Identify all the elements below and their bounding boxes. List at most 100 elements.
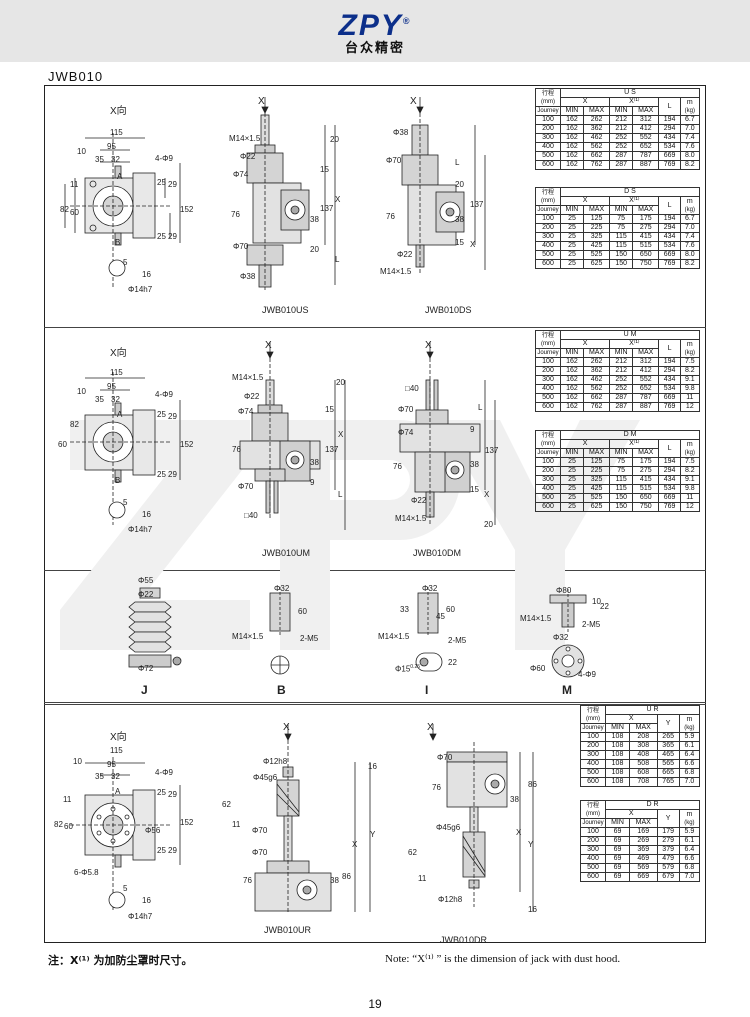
col-max: MAX [629, 818, 658, 828]
dim-152: 152 [180, 440, 194, 449]
stroke-header: 行程(mm) [580, 800, 606, 819]
dim-x: X [484, 490, 490, 499]
dim-l: L [335, 255, 340, 264]
table-cell: 9.8 [679, 384, 701, 394]
table-cell: 69 [605, 872, 630, 882]
b-thread: M14×1.5 [232, 632, 264, 641]
table-cell: 300 [535, 232, 561, 242]
table-cell: 325 [582, 232, 611, 242]
table-cell: 669 [658, 151, 681, 161]
table-cell: 412 [632, 366, 660, 376]
table-cell: 6.8 [678, 863, 701, 873]
point-b-label: B [115, 476, 121, 485]
table-cell: 500 [535, 250, 561, 260]
table-cell: 115 [609, 232, 634, 242]
drawing-frame [44, 85, 706, 943]
table-cell: 662 [582, 151, 611, 161]
table-cell: 194 [658, 115, 681, 125]
table-cell: 208 [629, 732, 658, 742]
dim-29: 29 [168, 180, 177, 189]
table-cell: 300 [580, 750, 606, 760]
table-cell: 765 [656, 777, 680, 787]
col-max: MAX [632, 106, 660, 116]
table-cell: 25 [560, 232, 584, 242]
table-cell: 434 [658, 375, 681, 385]
table-cell: 25 [560, 502, 584, 512]
table-cell: 75 [609, 466, 634, 476]
caption-um: JWB010UM [262, 548, 311, 558]
dim-15: 15 [470, 485, 479, 494]
i-dia-15: Φ150.25 [395, 664, 421, 674]
col-min: MIN [560, 106, 584, 116]
table-cell: 569 [629, 863, 658, 873]
dim-l: L [455, 158, 460, 167]
shaft-dim: Φ14h7 [128, 912, 153, 921]
dim-32: 32 [111, 395, 120, 404]
table-cell: 534 [658, 484, 681, 494]
table-cell: 769 [658, 502, 681, 512]
dim-115: 115 [110, 368, 123, 377]
table-cell: 565 [656, 759, 680, 769]
dim-25: 25 [157, 846, 166, 855]
table-cell: 25 [560, 214, 584, 224]
table-cell: 194 [658, 214, 681, 224]
table-cell: 212 [609, 124, 634, 134]
dim-16: 16 [368, 762, 377, 771]
dim-76: 76 [232, 445, 241, 454]
table-cell: 69 [605, 836, 630, 846]
col-x: X [559, 196, 611, 206]
table-cell: 7.0 [678, 777, 701, 787]
dim-82: 82 [70, 420, 79, 429]
table-cell: 7.6 [679, 241, 701, 251]
dim-95: 95 [107, 760, 116, 769]
dim-x: X [338, 430, 344, 439]
i-dim-60: 60 [446, 605, 455, 614]
table-cell: 515 [632, 484, 660, 494]
x-direction-label: X向 [110, 348, 127, 359]
col-x: X [559, 439, 611, 449]
table-cell: 462 [582, 133, 611, 143]
table-cell: 652 [632, 384, 660, 394]
dim-137: 137 [470, 200, 484, 209]
table-cell: 25 [560, 484, 584, 494]
table-cell: 679 [656, 872, 680, 882]
dim-11: 11 [70, 180, 79, 189]
table-cell: 212 [609, 357, 634, 367]
table-cell: 362 [582, 124, 611, 134]
table-cell: 534 [658, 142, 681, 152]
table-cell: 6.8 [678, 768, 701, 778]
table-cell: 650 [632, 250, 660, 260]
section-divider [44, 570, 706, 571]
table-cell: 150 [609, 259, 634, 269]
table-cell: 300 [535, 475, 561, 485]
table-cell: 6.4 [678, 750, 701, 760]
stroke-en: Journey [535, 106, 561, 116]
table-cell: 8.2 [679, 366, 701, 376]
dim-11: 11 [63, 795, 72, 804]
table-cell: 100 [535, 115, 561, 125]
col-max: MAX [632, 205, 660, 215]
table-cell: 287 [609, 402, 634, 412]
table-cell: 169 [629, 827, 658, 837]
table-cell: 469 [629, 854, 658, 864]
dim-15: 15 [325, 405, 334, 414]
dim-20: 20 [330, 135, 339, 144]
dim-95: 95 [107, 142, 116, 151]
table-cell: 300 [535, 375, 561, 385]
table-cell: 750 [632, 259, 660, 269]
col-x1: X⁽¹⁾ [609, 339, 660, 349]
dia-70: Φ70 [386, 156, 402, 165]
stroke-header: 行程(mm) [535, 88, 561, 107]
table-cell: 434 [658, 232, 681, 242]
table-cell: 5.9 [678, 827, 701, 837]
col-x1: X⁽¹⁾ [609, 97, 660, 107]
